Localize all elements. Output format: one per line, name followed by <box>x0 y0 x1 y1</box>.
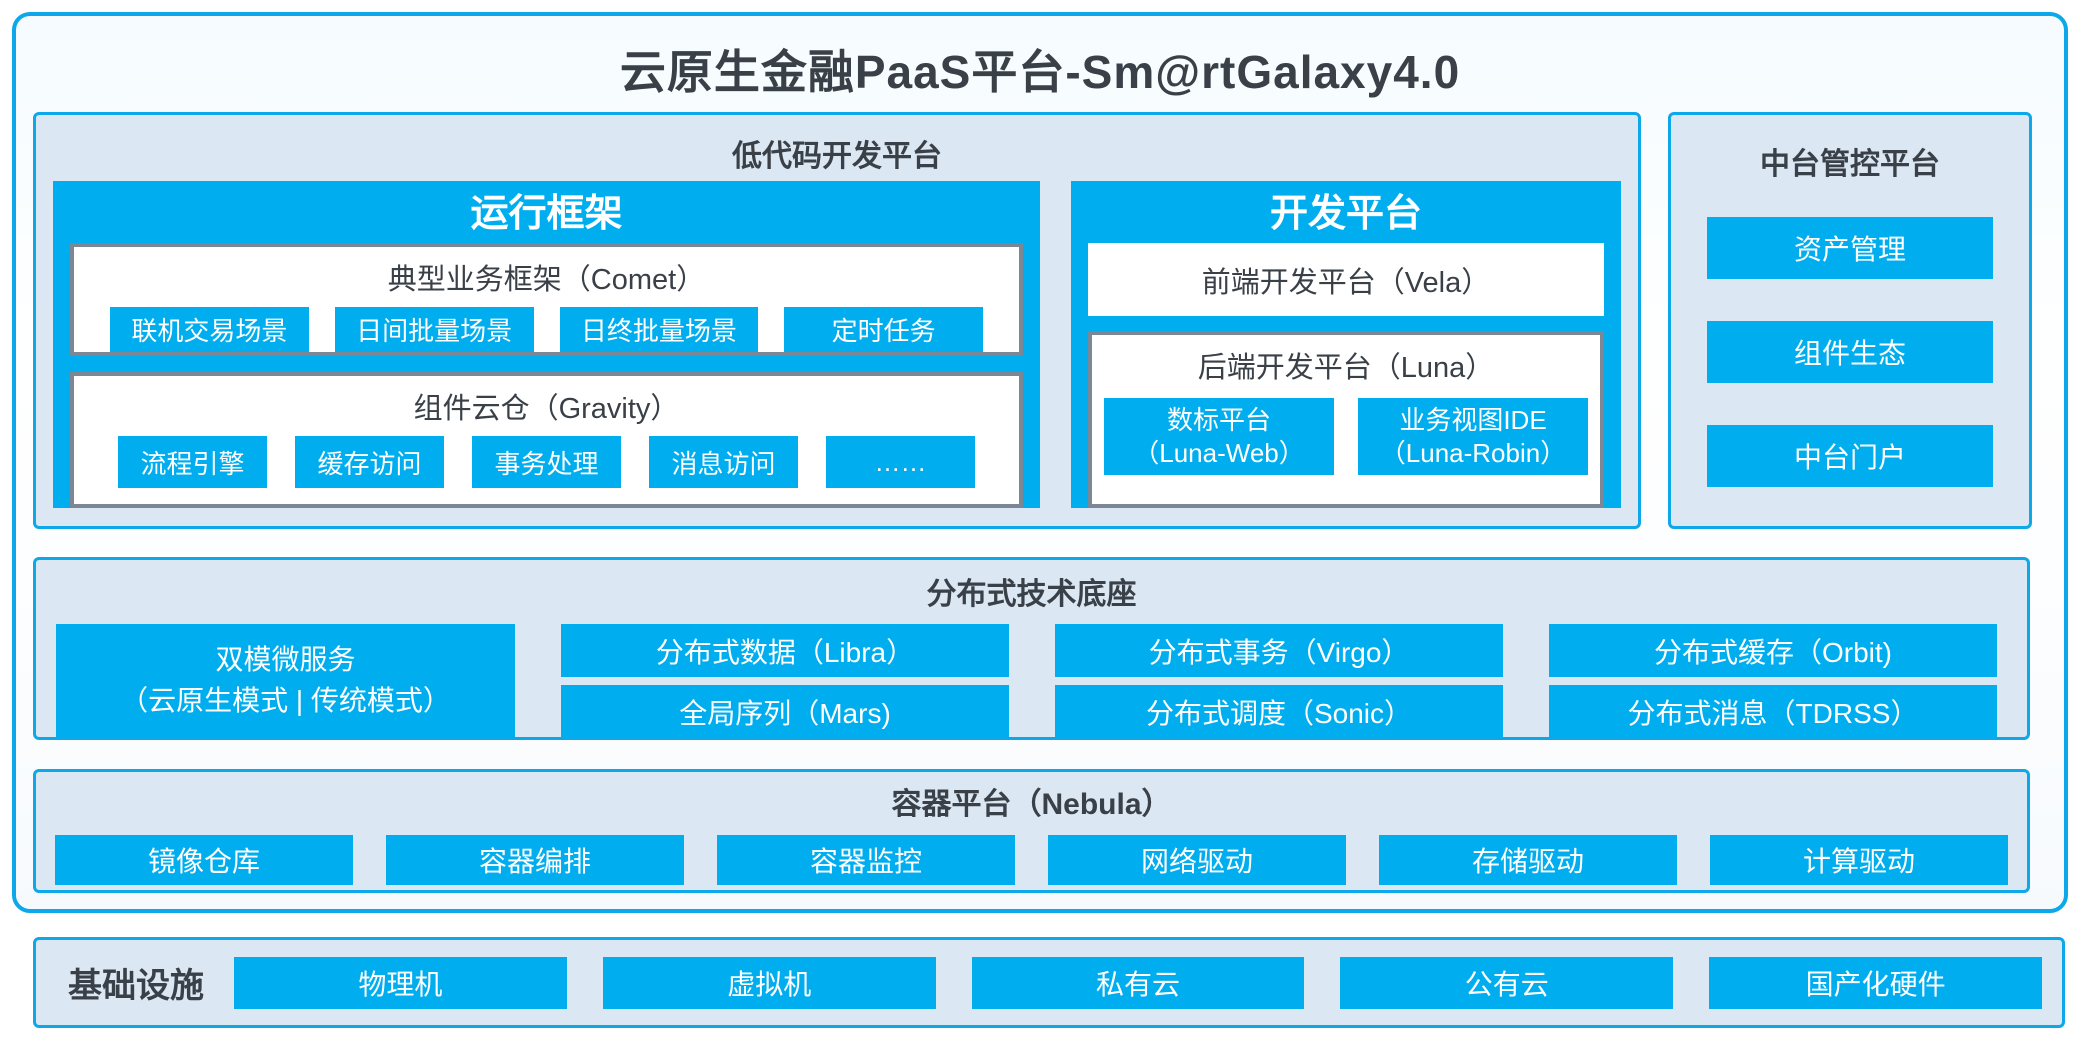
distributed-transaction-virgo: 分布式事务（Virgo） <box>1055 624 1503 677</box>
middleware-item-asset-mgmt: 资产管理 <box>1707 217 1993 279</box>
infra-item-public-cloud: 公有云 <box>1340 956 1674 1009</box>
container-item-network-driver: 网络驱动 <box>1048 835 1346 885</box>
infra-item-physical-machine: 物理机 <box>234 956 567 1009</box>
comet-item-scheduled-task: 定时任务 <box>784 307 983 352</box>
luna-robin-line1: 业务视图IDE <box>1399 405 1547 435</box>
distributed-col-3: 分布式缓存（Orbit) 分布式消息（TDRSS） <box>1549 624 1997 738</box>
gravity-warehouse-title: 组件云仓（Gravity） <box>413 393 680 425</box>
vela-frontend-box: 前端开发平台（Vela） <box>1088 243 1604 316</box>
gravity-item-process-engine: 流程引擎 <box>118 436 267 488</box>
dual-mode-line2: （云原生模式 | 传统模式） <box>120 685 451 716</box>
vela-frontend-title: 前端开发平台（Vela） <box>1201 266 1491 299</box>
infrastructure-panel: 基础设施 物理机 虚拟机 私有云 公有云 国产化硬件 <box>33 937 2065 1028</box>
distributed-col-1: 分布式数据（Libra） 全局序列（Mars) <box>561 624 1009 738</box>
infra-item-private-cloud: 私有云 <box>971 956 1305 1009</box>
runtime-framework-block: 运行框架 典型业务框架（Comet） 联机交易场景 日间批量场景 日终批量场景 … <box>53 181 1040 508</box>
container-platform-title: 容器平台（Nebula） <box>891 788 1172 821</box>
container-item-orchestration: 容器编排 <box>386 835 684 885</box>
infrastructure-items: 物理机 虚拟机 私有云 公有云 国产化硬件 <box>234 956 2042 1009</box>
middleware-control-title: 中台管控平台 <box>1760 148 1940 181</box>
comet-items-row: 联机交易场景 日间批量场景 日终批量场景 定时任务 <box>74 307 1019 352</box>
container-item-monitoring: 容器监控 <box>717 835 1015 885</box>
distributed-scheduling-sonic: 分布式调度（Sonic） <box>1055 685 1503 738</box>
distributed-message-tdrss: 分布式消息（TDRSS） <box>1549 685 1997 738</box>
container-item-storage-driver: 存储驱动 <box>1379 835 1677 885</box>
luna-backend-box: 后端开发平台（Luna） 数标平台 （Luna-Web） 业务视图IDE （Lu… <box>1088 331 1604 508</box>
container-platform-panel: 容器平台（Nebula） 镜像仓库 容器编排 容器监控 网络驱动 存储驱动 计算… <box>33 769 2030 893</box>
gravity-warehouse-box: 组件云仓（Gravity） 流程引擎 缓存访问 事务处理 消息访问 …… <box>70 372 1023 508</box>
luna-backend-title: 后端开发平台（Luna） <box>1197 352 1495 384</box>
container-items-row: 镜像仓库 容器编排 容器监控 网络驱动 存储驱动 计算驱动 <box>55 835 2008 885</box>
runtime-framework-title: 运行框架 <box>470 193 623 235</box>
comet-framework-box: 典型业务框架（Comet） 联机交易场景 日间批量场景 日终批量场景 定时任务 <box>70 243 1023 356</box>
dual-mode-microservice-block: 双模微服务 （云原生模式 | 传统模式） <box>56 624 515 738</box>
middleware-item-component-eco: 组件生态 <box>1707 321 1993 383</box>
dev-platform-block: 开发平台 前端开发平台（Vela） 后端开发平台（Luna） 数标平台 （Lun… <box>1071 181 1621 508</box>
luna-web-line2: （Luna-Web） <box>1133 437 1305 468</box>
middleware-control-panel: 中台管控平台 资产管理 组件生态 中台门户 <box>1668 112 2032 529</box>
distributed-data-libra: 分布式数据（Libra） <box>561 624 1009 677</box>
distributed-base-title: 分布式技术底座 <box>926 578 1137 611</box>
middleware-items: 资产管理 组件生态 中台门户 <box>1671 217 2029 487</box>
luna-robin-item: 业务视图IDE （Luna-Robin） <box>1358 398 1588 475</box>
low-code-body: 运行框架 典型业务框架（Comet） 联机交易场景 日间批量场景 日终批量场景 … <box>53 181 1621 508</box>
low-code-platform-panel: 低代码开发平台 运行框架 典型业务框架（Comet） 联机交易场景 日间批量场景… <box>33 112 1641 529</box>
gravity-items-row: 流程引擎 缓存访问 事务处理 消息访问 …… <box>74 436 1019 488</box>
distributed-col-2: 分布式事务（Virgo） 分布式调度（Sonic） <box>1055 624 1503 738</box>
dev-platform-title: 开发平台 <box>1269 193 1422 235</box>
gravity-item-message-access: 消息访问 <box>649 436 798 488</box>
gravity-item-transaction: 事务处理 <box>472 436 621 488</box>
distributed-cache-orbit: 分布式缓存（Orbit) <box>1549 624 1997 677</box>
infrastructure-title: 基础设施 <box>68 967 204 1005</box>
container-item-image-repo: 镜像仓库 <box>55 835 353 885</box>
luna-web-item: 数标平台 （Luna-Web） <box>1104 398 1334 475</box>
top-row: 低代码开发平台 运行框架 典型业务框架（Comet） 联机交易场景 日间批量场景… <box>33 112 2032 529</box>
luna-items-row: 数标平台 （Luna-Web） 业务视图IDE （Luna-Robin） <box>1092 398 1600 475</box>
low-code-platform-title: 低代码开发平台 <box>732 140 942 173</box>
infra-item-domestic-hardware: 国产化硬件 <box>1709 956 2042 1009</box>
container-item-compute-driver: 计算驱动 <box>1710 835 2008 885</box>
gravity-item-ellipsis: …… <box>826 436 975 488</box>
luna-robin-line2: （Luna-Robin） <box>1379 437 1567 468</box>
comet-item-daytime-batch: 日间批量场景 <box>334 307 534 352</box>
comet-item-eod-batch: 日终批量场景 <box>559 307 759 352</box>
distributed-body: 双模微服务 （云原生模式 | 传统模式） 分布式数据（Libra） 全局序列（M… <box>56 624 1997 738</box>
platform-frame: 云原生金融PaaS平台-Sm@rtGalaxy4.0 低代码开发平台 运行框架 … <box>12 12 2068 913</box>
luna-web-line1: 数标平台 <box>1166 405 1271 435</box>
middleware-item-portal: 中台门户 <box>1707 425 1993 487</box>
comet-item-online-trade: 联机交易场景 <box>110 307 309 352</box>
comet-framework-title: 典型业务框架（Comet） <box>387 264 706 296</box>
dual-mode-line1: 双模微服务 <box>215 644 356 676</box>
infra-item-virtual-machine: 虚拟机 <box>602 956 936 1009</box>
global-sequence-mars: 全局序列（Mars) <box>561 685 1009 738</box>
distributed-base-panel: 分布式技术底座 双模微服务 （云原生模式 | 传统模式） 分布式数据（Libra… <box>33 557 2030 740</box>
page-title: 云原生金融PaaS平台-Sm@rtGalaxy4.0 <box>619 46 1461 98</box>
gravity-item-cache-access: 缓存访问 <box>295 436 444 488</box>
